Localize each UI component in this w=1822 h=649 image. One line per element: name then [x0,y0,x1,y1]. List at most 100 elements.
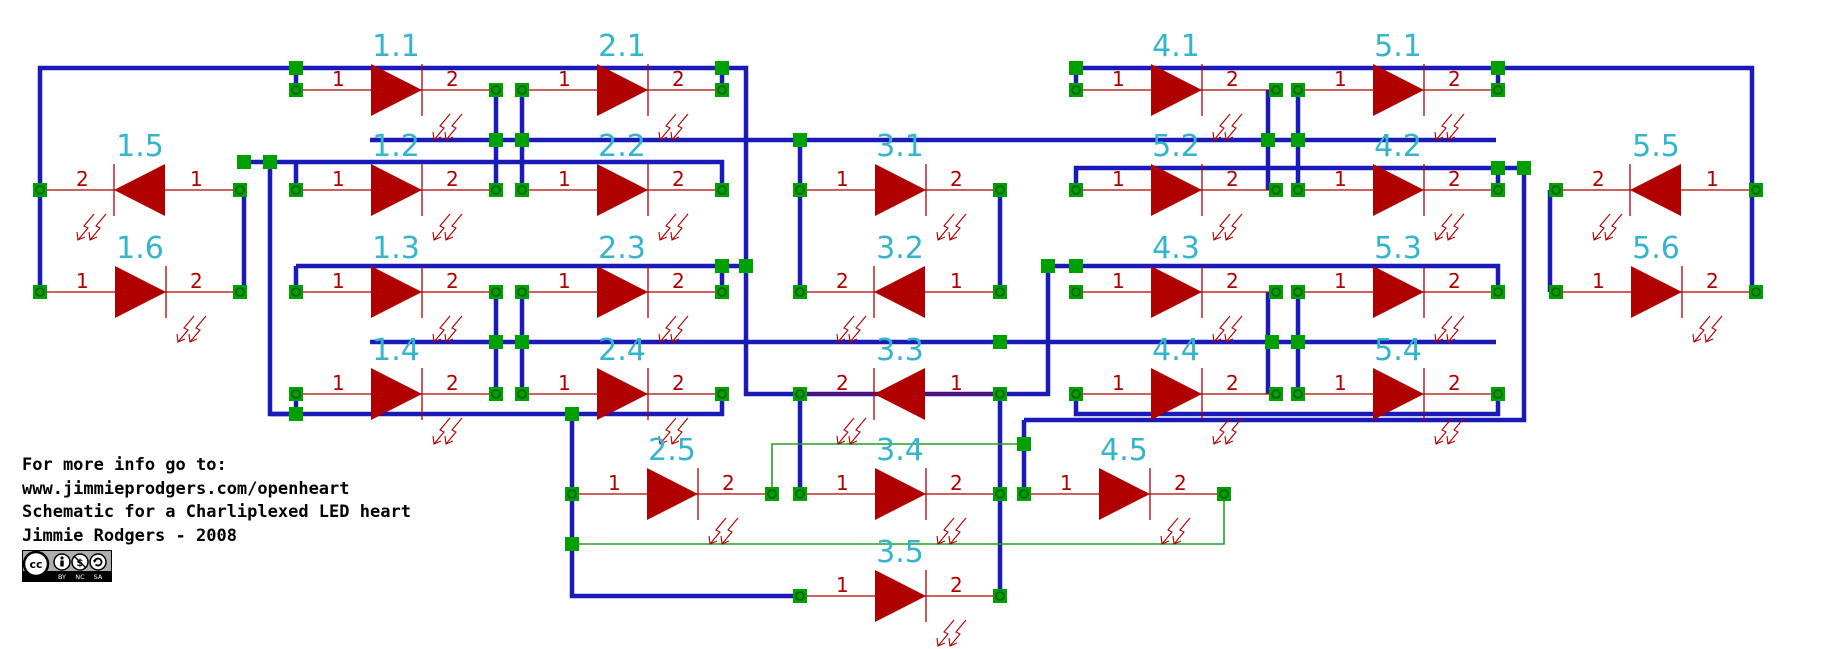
pin-label: 1 [1112,371,1125,395]
credits-line-url: www.jimmieprodgers.com/openheart [22,478,350,499]
pin-label: 2 [722,471,735,495]
pin-label: 2 [1706,269,1719,293]
trace [1073,65,1755,292]
junction [793,133,807,147]
trace [1076,263,1501,292]
credits-block: For more info go to:www.jimmieprodgers.c… [22,454,411,548]
junction [289,61,303,75]
pin-pad [33,285,47,299]
led-name: 5.5 [1632,129,1680,164]
junction [515,133,529,147]
pin-pad [1291,285,1305,299]
thin-trace [771,443,1024,494]
pin-label: 1 [190,167,203,191]
pin-pad [1017,487,1031,501]
pin-pad [289,387,303,401]
pin-pad [515,387,529,401]
pin-label: 2 [1226,167,1239,191]
led-name: 4.1 [1152,29,1200,64]
pin-pad [993,589,1007,603]
led-name: 1.4 [372,333,420,368]
led-name: 1.1 [372,29,420,64]
pin-label: 2 [446,67,459,91]
pin-pad [1217,487,1231,501]
creative-commons-badge: cc $ BY NC SA [22,550,112,582]
pin-pad [1069,183,1083,197]
pin-label: 1 [1112,167,1125,191]
pin-label: 1 [608,471,621,495]
pin-label: 2 [1448,67,1461,91]
pin-pad [793,285,807,299]
pin-pad [1549,183,1563,197]
pin-pad [993,183,1007,197]
pin-label: 1 [332,67,345,91]
trace [1024,394,1527,423]
trace [244,159,725,190]
led-name: 2.5 [648,433,696,468]
junction [715,61,729,75]
pin-pad [1269,285,1283,299]
pin-label: 1 [332,167,345,191]
pin-label: 1 [558,269,571,293]
pin-label: 1 [950,371,963,395]
pin-label: 1 [1706,167,1719,191]
pin-label: 2 [1448,371,1461,395]
junction [1491,161,1505,175]
pin-pad [565,487,579,501]
pin-pad [489,183,503,197]
pin-pad [1749,285,1763,299]
led-name: 5.1 [1374,29,1422,64]
pin-pad [515,183,529,197]
pin-label: 1 [332,269,345,293]
pin-pad [715,183,729,197]
pin-label: 2 [1592,167,1605,191]
pin-pad [793,589,807,603]
junction [565,537,579,551]
junction [237,155,251,169]
pin-label: 2 [1226,67,1239,91]
led-name: 2.2 [598,129,646,164]
pin-pad [1269,83,1283,97]
pin-label: 1 [1334,371,1347,395]
junction-layer [237,61,1531,551]
led-name: 4.4 [1152,333,1200,368]
junction [739,259,753,273]
pin-label: 2 [950,573,963,597]
pin-pad [1269,387,1283,401]
pin-pad [515,83,529,97]
led-name: 4.5 [1100,433,1148,468]
pin-label: 1 [836,573,849,597]
pin-pad [765,487,779,501]
pin-pad [793,183,807,197]
pin-pad [993,387,1007,401]
pin-label: 1 [1112,67,1125,91]
pin-label: 2 [950,167,963,191]
pin-label: 2 [672,371,685,395]
pin-pad [715,83,729,97]
pin-pad [1491,183,1505,197]
junction [1069,61,1083,75]
pin-pad [515,285,529,299]
pin-label: 1 [558,67,571,91]
led-name: 4.2 [1374,129,1422,164]
led-name: 3.2 [876,231,924,266]
pin-label: 2 [190,269,203,293]
pin-label: 2 [1174,471,1187,495]
pin-pad [489,285,503,299]
pin-pad [1491,387,1505,401]
led-name: 5.4 [1374,333,1422,368]
